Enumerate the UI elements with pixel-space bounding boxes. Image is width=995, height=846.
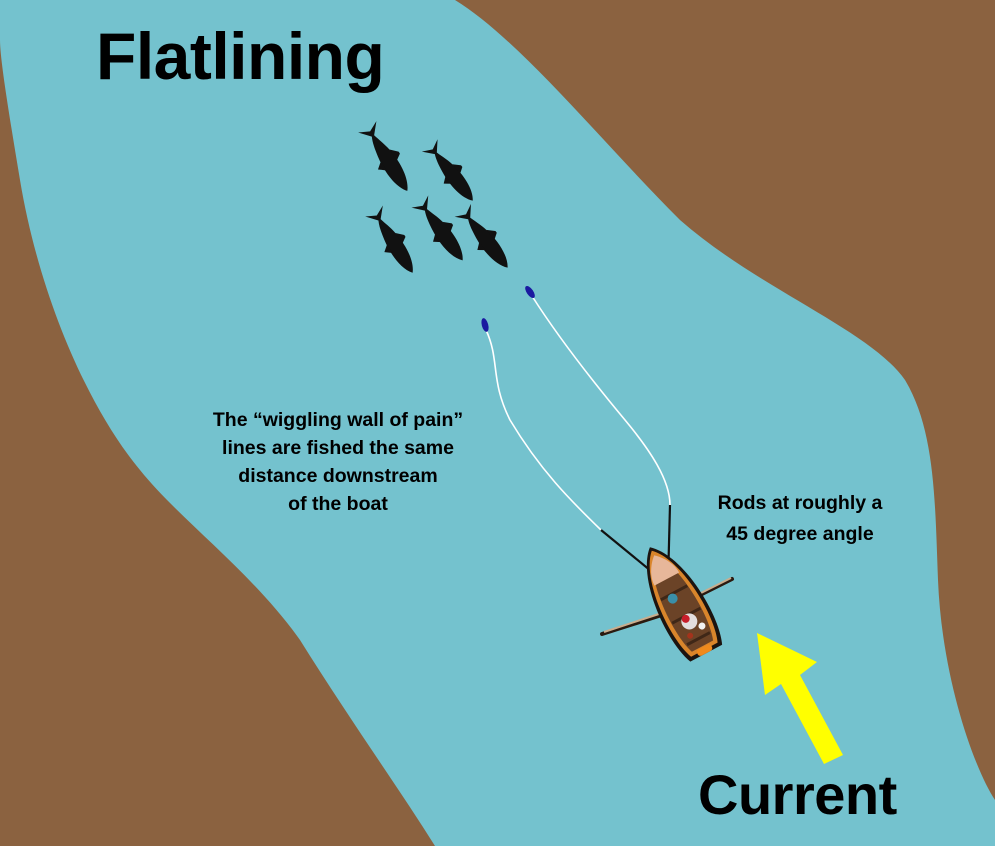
lines-note-line-3: distance downstream xyxy=(238,465,438,487)
lines-note-line-1: The “wiggling wall of pain” xyxy=(212,409,464,431)
diagram-title: Flatlining xyxy=(96,19,385,93)
rods-note-line-2: 45 degree angle xyxy=(726,523,874,545)
rods-note-line-1: Rods at roughly a xyxy=(717,492,883,514)
lure-right xyxy=(525,285,535,299)
fishing-line-left xyxy=(485,329,602,531)
fishing-line-right xyxy=(531,295,671,506)
rods-note: Rods at roughly a 45 degree angle xyxy=(680,488,920,550)
lines-note: The “wiggling wall of pain” lines are fi… xyxy=(178,406,498,518)
lines-note-line-4: of the boat xyxy=(288,493,388,515)
oar-left xyxy=(600,611,670,636)
current-label: Current xyxy=(698,763,897,826)
drift-boat xyxy=(600,504,734,662)
current-arrow xyxy=(757,633,843,764)
lines-note-line-2: lines are fished the same xyxy=(222,437,454,459)
oar-right xyxy=(694,577,734,599)
lure-left xyxy=(481,318,489,332)
